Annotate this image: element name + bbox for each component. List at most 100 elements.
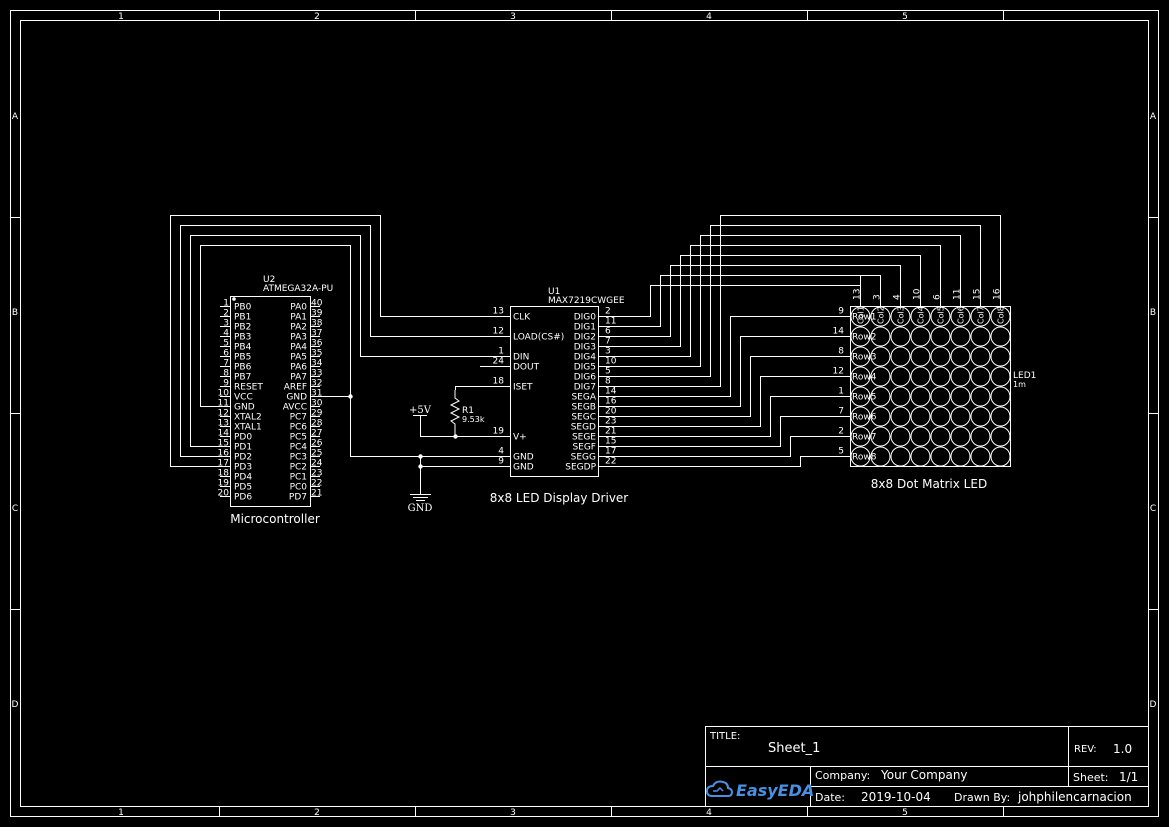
u1-pin-number: 20	[605, 407, 617, 417]
u2-pin-number: 13	[218, 419, 229, 429]
led-dot	[850, 366, 871, 387]
led-dot	[950, 306, 971, 327]
u2-pin-number: 12	[218, 409, 229, 419]
led1-row-pin-number: 9	[838, 307, 844, 317]
led-dot	[930, 446, 951, 467]
u2-pin-number: 26	[311, 439, 323, 449]
u2-pin-name: PD4	[234, 473, 252, 483]
frame-row-label-right: B	[1150, 308, 1156, 318]
led1-row-pin-name: Row3	[852, 353, 876, 363]
u2-pin-number: 38	[311, 319, 323, 329]
led-dot	[990, 386, 1011, 407]
drawn-by-value: johphilencarnacion	[1017, 790, 1132, 804]
r1-ref: R1	[462, 406, 474, 416]
u1-pin-name: SEGB	[571, 403, 596, 413]
u2-pin-number: 18	[218, 469, 230, 479]
u1-pin-name: DIG5	[574, 363, 596, 373]
u2-pin-name: PB4	[234, 343, 252, 353]
u2-caption: Microcontroller	[230, 512, 320, 526]
u1-pin-number: 19	[493, 427, 505, 437]
u1-pin-name: DIG2	[574, 333, 596, 343]
u2-pin-name: PD2	[234, 453, 252, 463]
led-dot	[990, 346, 1011, 367]
frame-col-label-top: 4	[706, 12, 712, 22]
u2-pin-name: PB6	[234, 363, 252, 373]
led1-col-pin-name: Col2	[877, 306, 886, 324]
led-dot	[870, 346, 891, 367]
led1-row-pin-number: 8	[838, 347, 844, 357]
u1-pin-number: 7	[605, 337, 611, 347]
frame-col-label-bottom: 5	[902, 808, 908, 818]
company-value: Your Company	[880, 768, 968, 782]
u1-pin-name: SEGE	[572, 433, 596, 443]
led-dot	[850, 306, 871, 327]
u1-pin-name: SEGF	[572, 443, 596, 453]
u2-pin-name: PA4	[290, 343, 307, 353]
u1-pin-name: ISET	[513, 383, 533, 393]
u2-pin-number: 28	[311, 419, 323, 429]
u1-pin-number: 10	[605, 357, 617, 367]
u1-ref: U1	[548, 287, 560, 297]
u1-max7219[interactable]: U1 MAX7219CWGEE 8x8 LED Display Driver 1…	[480, 287, 630, 505]
led-dot	[870, 426, 891, 447]
led-dot	[910, 446, 931, 467]
u1-pin-name: DIG0	[574, 313, 597, 323]
sheet-value: 1/1	[1119, 770, 1138, 784]
led-dot	[870, 406, 891, 427]
frame-row-label-left: D	[12, 700, 19, 710]
led-dot	[890, 446, 911, 467]
u2-pin-number: 5	[223, 339, 229, 349]
led-dot	[990, 306, 1011, 327]
u1-pin-name: SEGD	[571, 423, 596, 433]
led-dot	[970, 366, 991, 387]
drawn-by-label: Drawn By:	[954, 791, 1010, 804]
u2-pin-number: 35	[311, 349, 322, 359]
u2-pin-name: PD7	[289, 493, 307, 503]
led1-col-pin-name: Col4	[917, 306, 926, 324]
led-dot	[890, 426, 911, 447]
led1-value: 1m	[1013, 380, 1026, 389]
led-dot	[930, 406, 951, 427]
led-dot	[910, 386, 931, 407]
u1-pin-name: SEGDP	[565, 463, 596, 473]
led-dot	[870, 366, 891, 387]
led1-col-pin-name: Col3	[897, 306, 906, 324]
led-dot	[870, 386, 891, 407]
u1-pin-number: 5	[605, 367, 611, 377]
led1-dot-matrix[interactable]: 9Row114Row28Row312Row41Row57Row62Row75Ro…	[820, 276, 1036, 491]
u2-pin-name: PC3	[290, 453, 307, 463]
led-dot	[890, 326, 911, 347]
r1-value: 9.53k	[462, 415, 485, 424]
u2-pin-name: PC6	[290, 423, 308, 433]
led-dot	[990, 426, 1011, 447]
led-dot	[930, 386, 951, 407]
u1-pin-name: CLK	[513, 313, 531, 323]
led-dot	[910, 346, 931, 367]
u1-pin-number: 3	[605, 347, 611, 357]
led1-row-pin-name: Row5	[852, 393, 876, 403]
led1-row-pin-name: Row8	[852, 453, 877, 463]
u2-pin-number: 33	[311, 369, 322, 379]
led-dot	[850, 446, 871, 467]
led-dot	[910, 406, 931, 427]
u1-pin-number: 2	[605, 307, 611, 317]
u2-pin-number: 19	[218, 479, 230, 489]
u2-part: ATMEGA32A-PU	[263, 284, 333, 294]
r1-resistor[interactable]: R1 9.53k	[449, 390, 485, 436]
led1-col-pin-name: Col8	[997, 306, 1006, 324]
digit-wires	[630, 215, 1001, 467]
u2-pin-number: 9	[223, 379, 229, 389]
u2-pin-number: 4	[223, 329, 229, 339]
company-label: Company:	[815, 769, 870, 782]
led1-row-pin-name: Row4	[852, 373, 877, 383]
frame-row-label-right: D	[1150, 700, 1157, 710]
led1-body	[850, 306, 1011, 467]
frame-col-label-top: 2	[314, 12, 320, 22]
u1-pin-number: 9	[498, 457, 504, 467]
led1-col-pin-number: 4	[893, 294, 903, 300]
u1-pin-name: DIN	[513, 353, 529, 363]
easyeda-logo: EasyEDA	[705, 780, 814, 800]
u2-pin-name: PB1	[234, 313, 251, 323]
led-dot	[990, 446, 1011, 467]
